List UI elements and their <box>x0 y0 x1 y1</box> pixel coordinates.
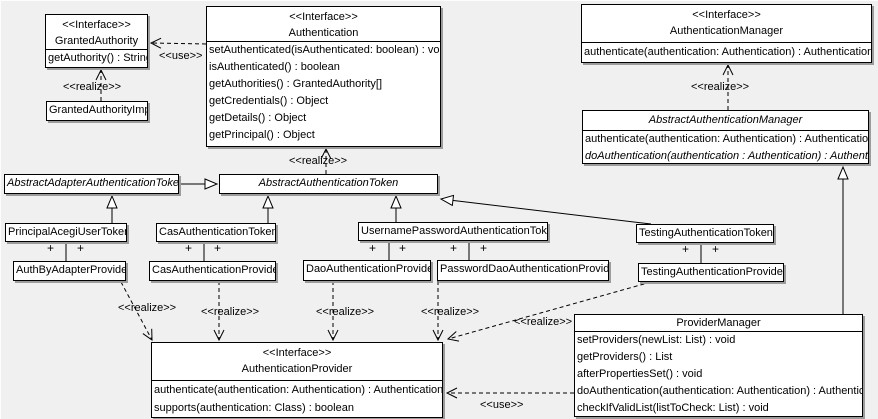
class-name: AuthByAdapterProvider <box>16 264 125 276</box>
class-name: TestingAuthenticationProvider <box>641 266 783 278</box>
multiplicity-label: + <box>399 241 407 255</box>
class-authentication-manager[interactable]: <<Interface>> AuthenticationManager auth… <box>581 4 872 63</box>
realize-label: <<realize>> <box>421 306 480 318</box>
method-row: getAuthority() : String <box>48 52 147 64</box>
class-granted-authority[interactable]: <<Interface>> GrantedAuthority getAuthor… <box>45 14 148 68</box>
multiplicity-label: + <box>77 241 85 255</box>
realize-label: <<realize>> <box>118 302 177 314</box>
method-row: authenticate(authentication: Authenticat… <box>154 384 442 396</box>
class-name: Authentication <box>288 27 359 39</box>
multiplicity-label: + <box>369 241 377 255</box>
class-granted-authority-impl[interactable]: GrantedAuthorityImpl <box>46 101 148 121</box>
class-abstract-authentication-manager[interactable]: AbstractAuthenticationManager authentica… <box>582 110 869 164</box>
method-row: doAuthentication(authentication: Authent… <box>577 385 862 397</box>
class-header: <<Interface>> Authentication <box>207 7 440 41</box>
class-header: <<Interface>> AuthenticationProvider <box>152 343 442 380</box>
methods-compartment: authenticate(authentication: Authenticat… <box>583 130 868 165</box>
class-auth-by-adapter-provider[interactable]: AuthByAdapterProvider <box>13 261 126 281</box>
methods-compartment: authenticate(authentication: Authenticat… <box>152 380 442 417</box>
class-testing-authentication-provider[interactable]: TestingAuthenticationProvider <box>638 263 784 282</box>
class-name: PasswordDaoAuthenticationProvider <box>440 263 608 275</box>
class-header: ProviderManager <box>575 315 862 331</box>
class-dao-authentication-provider[interactable]: DaoAuthenticationProvider <box>303 260 431 281</box>
class-name: GrantedAuthorityImpl <box>49 104 147 116</box>
method-row: authenticate(authentication: Authenticat… <box>584 46 871 58</box>
class-authentication-provider[interactable]: <<Interface>> AuthenticationProvider aut… <box>151 342 443 418</box>
use-label: <<use>> <box>159 50 203 62</box>
method-row: getAuthorities() : GrantedAuthority[] <box>209 78 383 90</box>
method-row: getDetails() : Object <box>209 112 307 124</box>
class-name: AbstractAuthenticationToken <box>258 177 399 189</box>
class-name: AbstractAdapterAuthenticationToken <box>7 177 178 189</box>
methods-compartment: setAuthenticated(isAuthenticated: boolea… <box>207 41 440 144</box>
multiplicity-label: + <box>712 242 720 256</box>
method-row: doAuthentication(authentication : Authen… <box>585 150 868 162</box>
class-abstract-adapter-authentication-token[interactable]: AbstractAdapterAuthenticationToken <box>4 174 179 194</box>
methods-compartment: authenticate(authentication: Authenticat… <box>582 42 871 62</box>
realize-label: <<realize>> <box>691 81 750 93</box>
class-abstract-authentication-token[interactable]: AbstractAuthenticationToken <box>219 174 438 194</box>
class-testing-authentication-token[interactable]: TestingAuthenticationToken <box>636 224 774 243</box>
multiplicity-label: + <box>450 241 458 255</box>
method-row: afterPropertiesSet() : void <box>577 368 703 380</box>
class-header: <<Interface>> GrantedAuthority <box>46 15 147 49</box>
method-row: getPrincipal() : Object <box>209 129 315 141</box>
realize-label: <<realize>> <box>289 155 348 167</box>
method-row: checkIfValidList(listToCheck: List) : vo… <box>577 402 769 414</box>
multiplicity-label: + <box>682 242 690 256</box>
use-label: <<use>> <box>480 399 524 411</box>
multiplicity-label: + <box>214 241 222 255</box>
class-username-password-authentication-token[interactable]: UsernamePasswordAuthenticationToken <box>358 222 548 241</box>
class-name: ProviderManager <box>676 317 761 329</box>
multiplicity-label: + <box>185 241 193 255</box>
stereotype-label: <<Interface>> <box>262 347 332 359</box>
stereotype-label: <<Interface>> <box>289 11 358 23</box>
method-row: authenticate(authentication: Authenticat… <box>585 133 868 145</box>
method-row: setProviders(newList: List) : void <box>577 334 736 346</box>
realize-label: <<realize>> <box>201 306 260 318</box>
class-name: AbstractAuthenticationManager <box>648 114 803 126</box>
class-header: <<Interface>> AuthenticationManager <box>582 5 871 39</box>
methods-compartment: setProviders(newList: List) : void getPr… <box>575 331 862 417</box>
methods-compartment: getAuthority() : String <box>46 49 147 67</box>
method-row: supports(authentication: Class) : boolea… <box>154 402 354 414</box>
class-header: AbstractAuthenticationManager <box>583 111 868 130</box>
class-cas-authentication-token[interactable]: CasAuthenticationToken <box>156 223 276 242</box>
stereotype-label: <<Interface>> <box>692 9 761 21</box>
class-name: CasAuthenticationProvider <box>152 264 275 276</box>
class-provider-manager[interactable]: ProviderManager setProviders(newList: Li… <box>574 314 863 417</box>
multiplicity-label: + <box>480 241 488 255</box>
realize-label: <<realize>> <box>316 306 375 318</box>
class-name: UsernamePasswordAuthenticationToken <box>361 225 547 237</box>
method-row: getProviders() : List <box>577 351 673 363</box>
method-row: getCredentials() : Object <box>209 95 329 107</box>
class-name: AuthenticationManager <box>669 25 784 37</box>
class-name: AuthenticationProvider <box>241 363 353 375</box>
class-name: GrantedAuthority <box>54 35 139 47</box>
class-password-dao-authentication-provider[interactable]: PasswordDaoAuthenticationProvider <box>437 260 609 281</box>
class-name: PrincipalAcegiUserToken <box>8 226 126 238</box>
multiplicity-label: + <box>47 241 55 255</box>
realize-label: <<realize>> <box>63 81 122 93</box>
class-name: DaoAuthenticationProvider <box>306 263 430 275</box>
stereotype-label: <<Interface>> <box>62 19 131 31</box>
realize-label: <<realize>> <box>514 316 573 328</box>
class-name: TestingAuthenticationToken <box>639 227 773 239</box>
method-row: isAuthenticated() : boolean <box>209 61 340 73</box>
class-name: CasAuthenticationToken <box>159 226 275 238</box>
class-cas-authentication-provider[interactable]: CasAuthenticationProvider <box>149 261 276 281</box>
class-authentication[interactable]: <<Interface>> Authentication setAuthenti… <box>206 6 441 147</box>
class-principal-acegi-user-token[interactable]: PrincipalAcegiUserToken <box>5 223 127 242</box>
method-row: setAuthenticated(isAuthenticated: boolea… <box>209 44 440 56</box>
